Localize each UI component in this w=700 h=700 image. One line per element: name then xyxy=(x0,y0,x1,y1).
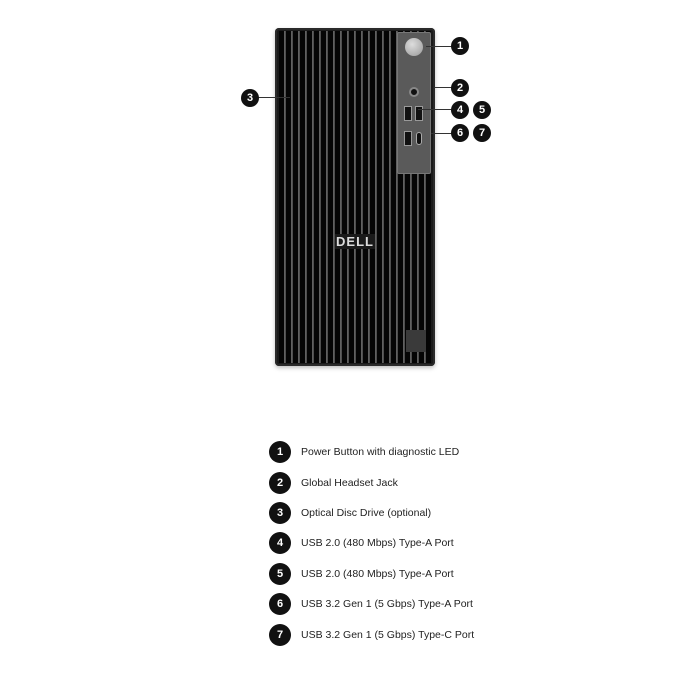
legend-number-badge: 4 xyxy=(269,532,291,555)
callout-5: 5 xyxy=(473,101,491,119)
bottom-vent xyxy=(406,330,426,352)
desktop-tower-image: DELL xyxy=(275,28,435,366)
headset-jack-icon xyxy=(409,87,419,97)
callout-line xyxy=(434,87,452,88)
legend-label: Power Button with diagnostic LED xyxy=(301,446,460,459)
legend-number-badge: 5 xyxy=(269,562,291,585)
callout-line xyxy=(426,46,452,47)
legend-item: 5 USB 2.0 (480 Mbps) Type-A Port xyxy=(269,559,474,589)
legend-number-badge: 3 xyxy=(269,501,291,524)
legend-label: USB 3.2 Gen 1 (5 Gbps) Type-A Port xyxy=(301,598,473,611)
legend-item: 6 USB 3.2 Gen 1 (5 Gbps) Type-A Port xyxy=(269,589,474,619)
legend-item: 1 Power Button with diagnostic LED xyxy=(269,437,474,467)
callout-7: 7 xyxy=(473,124,491,142)
legend-label: USB 2.0 (480 Mbps) Type-A Port xyxy=(301,567,454,580)
legend-number-badge: 7 xyxy=(269,623,291,646)
callout-4: 4 xyxy=(451,101,469,119)
legend-label: USB 2.0 (480 Mbps) Type-A Port xyxy=(301,537,454,550)
legend-number-badge: 2 xyxy=(269,471,291,494)
callout-line xyxy=(431,133,452,134)
port-legend: 1 Power Button with diagnostic LED 2 Globa… xyxy=(269,437,474,650)
callout-line xyxy=(418,109,452,110)
callout-line xyxy=(258,97,290,98)
usb-a-port-icon xyxy=(415,106,423,121)
callout-3: 3 xyxy=(241,89,259,107)
callout-2: 2 xyxy=(451,79,469,97)
legend-label: Optical Disc Drive (optional) xyxy=(301,506,432,519)
legend-number-badge: 1 xyxy=(269,441,291,464)
usb-c-port-icon xyxy=(416,132,422,145)
legend-item: 2 Global Headset Jack xyxy=(269,467,474,497)
legend-number-badge: 6 xyxy=(269,593,291,616)
usb-a-port-icon xyxy=(404,106,412,121)
legend-item: 7 USB 3.2 Gen 1 (5 Gbps) Type-C Port xyxy=(269,619,474,649)
io-panel xyxy=(397,32,431,174)
legend-label: Global Headset Jack xyxy=(301,476,398,489)
usb-a-port-icon xyxy=(404,131,412,146)
dell-logo: DELL xyxy=(335,234,375,249)
legend-item: 3 Optical Disc Drive (optional) xyxy=(269,498,474,528)
power-button-icon xyxy=(405,38,423,56)
legend-item: 4 USB 2.0 (480 Mbps) Type-A Port xyxy=(269,528,474,558)
callout-1: 1 xyxy=(451,37,469,55)
callout-6: 6 xyxy=(451,124,469,142)
legend-label: USB 3.2 Gen 1 (5 Gbps) Type-C Port xyxy=(301,628,475,641)
